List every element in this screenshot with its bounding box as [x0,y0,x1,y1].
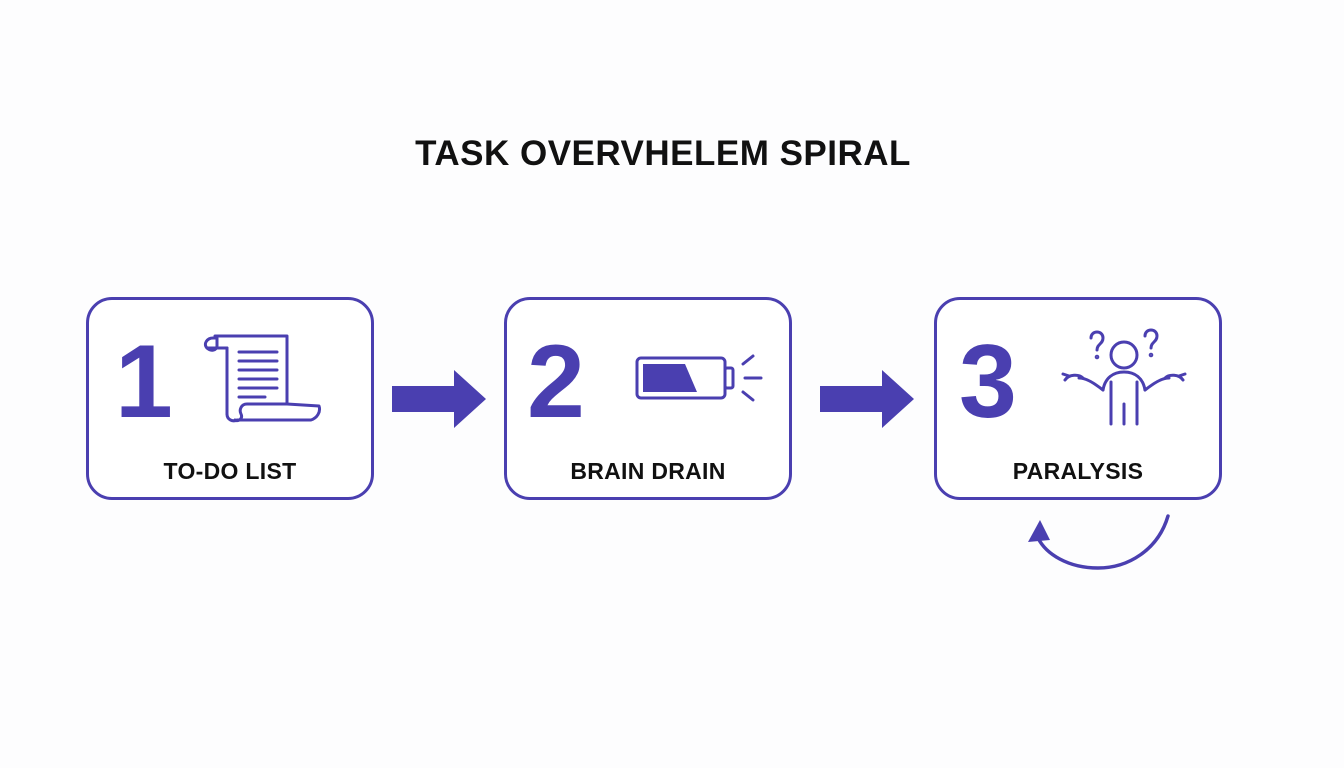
diagram-title: TASK OVERVHELEM SPIRAL [415,134,911,173]
step-label: BRAIN DRAIN [570,458,726,484]
step-number: 3 [959,324,1017,440]
right-arrow-icon [820,370,914,428]
right-arrow-icon [392,370,486,428]
scroll-list-icon [203,334,321,423]
low-battery-icon [635,354,763,402]
loop-back-arrow-icon [1028,514,1170,570]
step-label: TO-DO LIST [163,458,297,484]
confused-person-icon [1061,328,1187,426]
step-number: 1 [115,324,173,440]
step-card-todo-list: 1 TO-DO LIST [86,297,374,500]
step-number: 2 [527,324,585,440]
step-card-brain-drain: 2 BRAIN DRAIN [504,297,792,500]
step-label: PARALYSIS [1012,458,1144,484]
step-card-paralysis: 3 PARALYSIS [934,297,1222,500]
